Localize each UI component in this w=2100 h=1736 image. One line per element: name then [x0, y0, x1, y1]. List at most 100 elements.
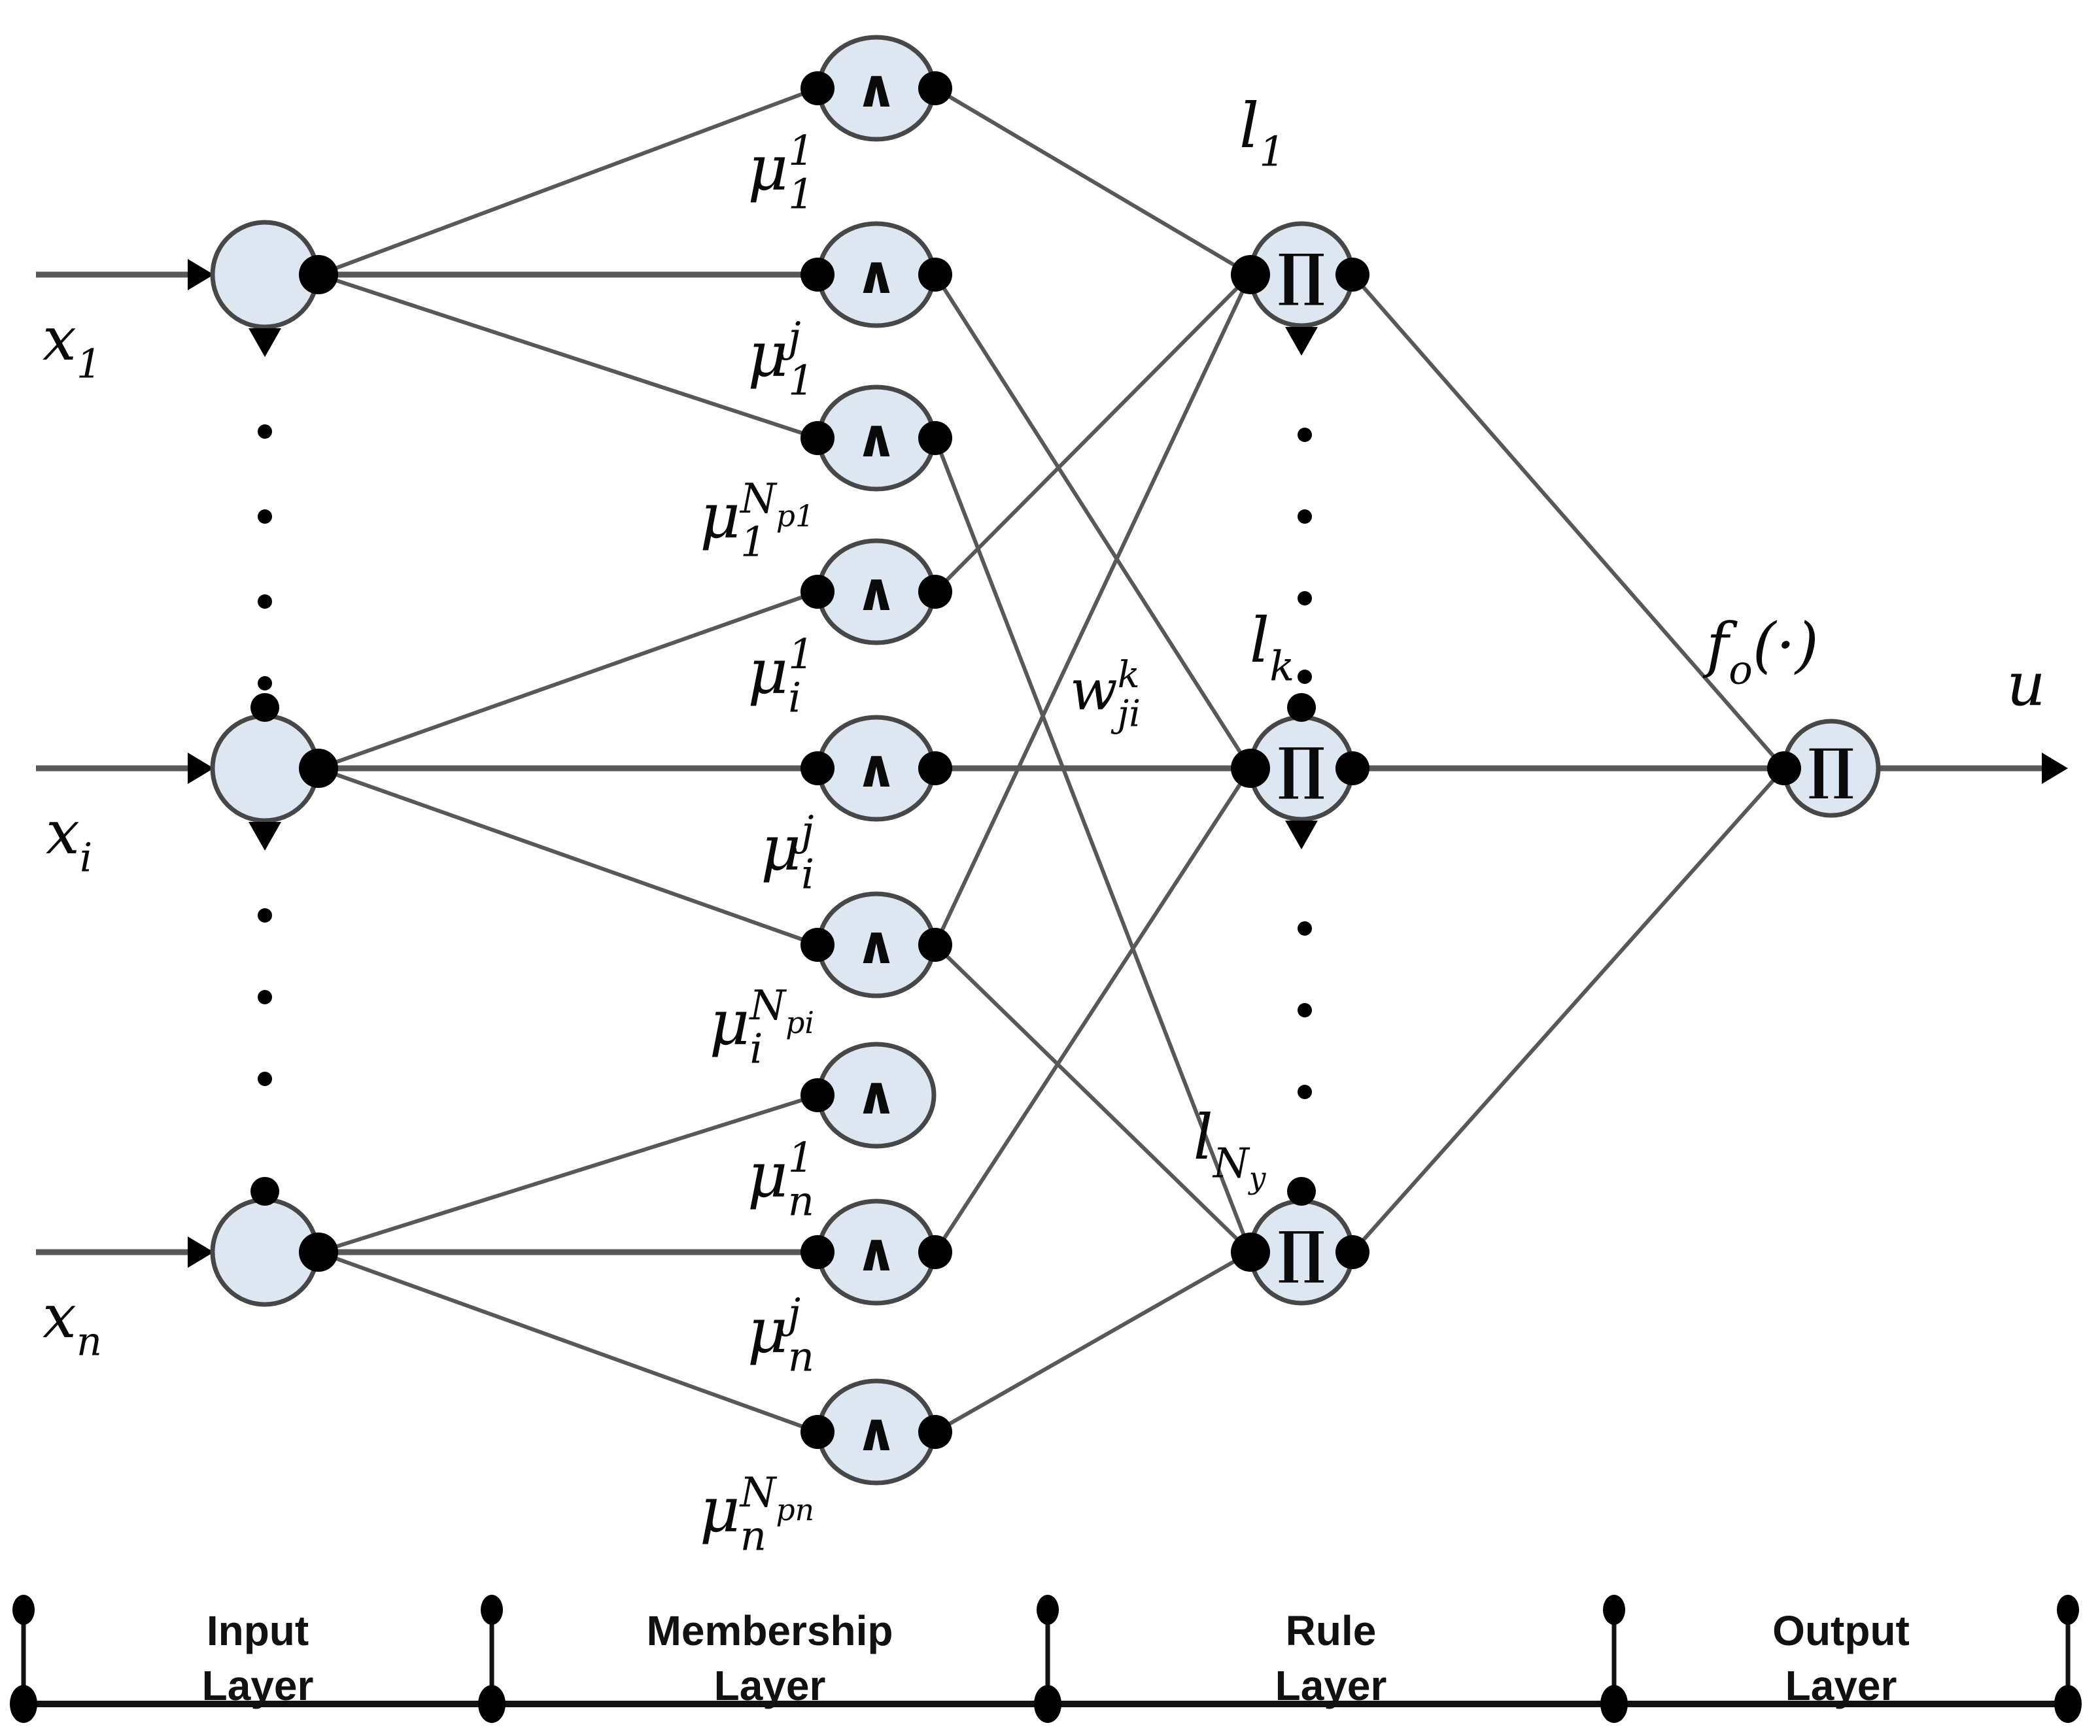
label-u: u: [2006, 649, 2045, 719]
port-out-xi: [299, 749, 338, 788]
edge-mf6-ruleNy: [933, 943, 1252, 1254]
port-out-x1: [299, 255, 338, 294]
edge-xn-mf7: [318, 1093, 818, 1254]
ellipsis-dot: [258, 509, 272, 524]
edge-rule1-output: [1351, 273, 1786, 770]
edge-mf2-rulek: [933, 273, 1252, 770]
and-operator: ∧: [855, 244, 898, 305]
port-out-ruleNy: [1335, 1235, 1369, 1269]
port-out-mf5: [918, 751, 952, 785]
ellipsis-dot: [1298, 1003, 1312, 1017]
and-operator: ∧: [855, 1221, 898, 1283]
port-in-mf1: [800, 71, 835, 105]
layer-label-input-line2: Layer: [202, 1662, 314, 1709]
port-top-xn: [250, 1177, 279, 1206]
and-operator: ∧: [855, 1064, 898, 1126]
ellipsis-dot: [1298, 1085, 1312, 1099]
port-out-mf4: [918, 575, 952, 609]
port-in-mf5: [800, 751, 835, 785]
port-in-ruleNy: [1231, 1233, 1270, 1272]
input-layer-nodes: [210, 220, 338, 1307]
arrowhead-xi: [188, 753, 214, 784]
port-in-mf6: [800, 928, 835, 962]
label-lNy: lNy: [1193, 1102, 1266, 1196]
ruler-tick-base-dot: [1600, 1685, 1628, 1723]
port-in-mf4: [800, 575, 835, 609]
layer-label-rule-line2: Layer: [1275, 1662, 1387, 1709]
port-out-rulek: [1335, 751, 1369, 785]
label-xn: xn: [43, 1282, 102, 1365]
down-arrow-xi: [249, 822, 281, 851]
ellipsis-dot: [258, 676, 272, 690]
and-operator: ∧: [855, 914, 898, 976]
ellipsis-columns: [258, 424, 1312, 1099]
edge-xi-mf6: [317, 766, 819, 947]
label-l1: l1: [1239, 90, 1285, 176]
input-arrows: [36, 259, 214, 1268]
edges-membership-rule: [933, 86, 1252, 1434]
label-xi: xi: [46, 798, 92, 881]
product-operator: ∏: [1278, 1219, 1325, 1285]
layer-label-membership-line2: Layer: [714, 1662, 826, 1709]
ellipsis-dot: [258, 908, 272, 923]
port-out-rule1: [1335, 258, 1369, 292]
label-lk: lk: [1250, 605, 1294, 690]
down-arrow-rulek: [1285, 821, 1318, 849]
edges-rule-output: [1351, 273, 2068, 1253]
port-out-mf2: [918, 258, 952, 292]
port-top-xi: [250, 693, 279, 722]
output-layer-node: ∏: [1767, 719, 1881, 818]
layer-label-membership-line1: Membership: [647, 1607, 893, 1654]
port-out-xn: [299, 1233, 338, 1272]
and-operator: ∧: [855, 1401, 898, 1463]
edge-ruleNy-output: [1351, 767, 1786, 1253]
ellipsis-dot: [1298, 428, 1312, 442]
edge-mf8-rulek: [933, 767, 1252, 1253]
layer-label-input-line1: Input: [207, 1607, 309, 1654]
layer-label-rule-line1: Rule: [1286, 1607, 1377, 1654]
ruler-tick-base-dot: [2054, 1685, 2082, 1723]
edge-x1-mf1: [317, 86, 819, 277]
edge-mf9-ruleNy: [934, 1250, 1252, 1434]
ellipsis-dot: [258, 424, 272, 439]
port-top-rulek: [1287, 693, 1316, 722]
ruler-tick-top-dot: [481, 1595, 503, 1625]
arrowhead-xn: [188, 1236, 214, 1268]
port-out-mf3: [918, 421, 952, 455]
edge-mf4-rule1: [933, 273, 1252, 594]
edge-mf6-rule1: [933, 273, 1252, 946]
and-operator: ∧: [855, 407, 898, 469]
port-out-mf9: [918, 1415, 952, 1449]
label-x1: x1: [43, 304, 102, 388]
port-in-mf3: [800, 421, 835, 455]
ellipsis-dot: [1298, 670, 1312, 684]
port-out-mf8: [918, 1235, 952, 1269]
ruler-tick-base-dot: [1034, 1685, 1061, 1723]
down-arrow-x1: [249, 328, 281, 357]
ruler-tick-base-dot: [478, 1685, 506, 1723]
and-operator: ∧: [855, 738, 898, 799]
port-in-rulek: [1231, 749, 1270, 788]
port-in-mf7: [800, 1078, 835, 1112]
ellipsis-dot: [258, 594, 272, 609]
ellipsis-dot: [1298, 509, 1312, 524]
layer-label-output-line1: Output: [1772, 1607, 1910, 1654]
port-in-rule1: [1231, 255, 1270, 294]
port-in-output: [1767, 751, 1801, 785]
ruler-tick-base-dot: [10, 1685, 37, 1723]
label-output-function: fo(·): [1702, 610, 1819, 694]
edge-mf1-rule1: [934, 86, 1252, 277]
edges-input-membership: [317, 86, 819, 1434]
ruler-tick-top-dot: [2057, 1595, 2079, 1625]
rule-layer-nodes: ∏ ∏ ∏: [1231, 221, 1369, 1306]
ruler-tick-top-dot: [1037, 1595, 1059, 1625]
and-operator: ∧: [855, 58, 898, 119]
